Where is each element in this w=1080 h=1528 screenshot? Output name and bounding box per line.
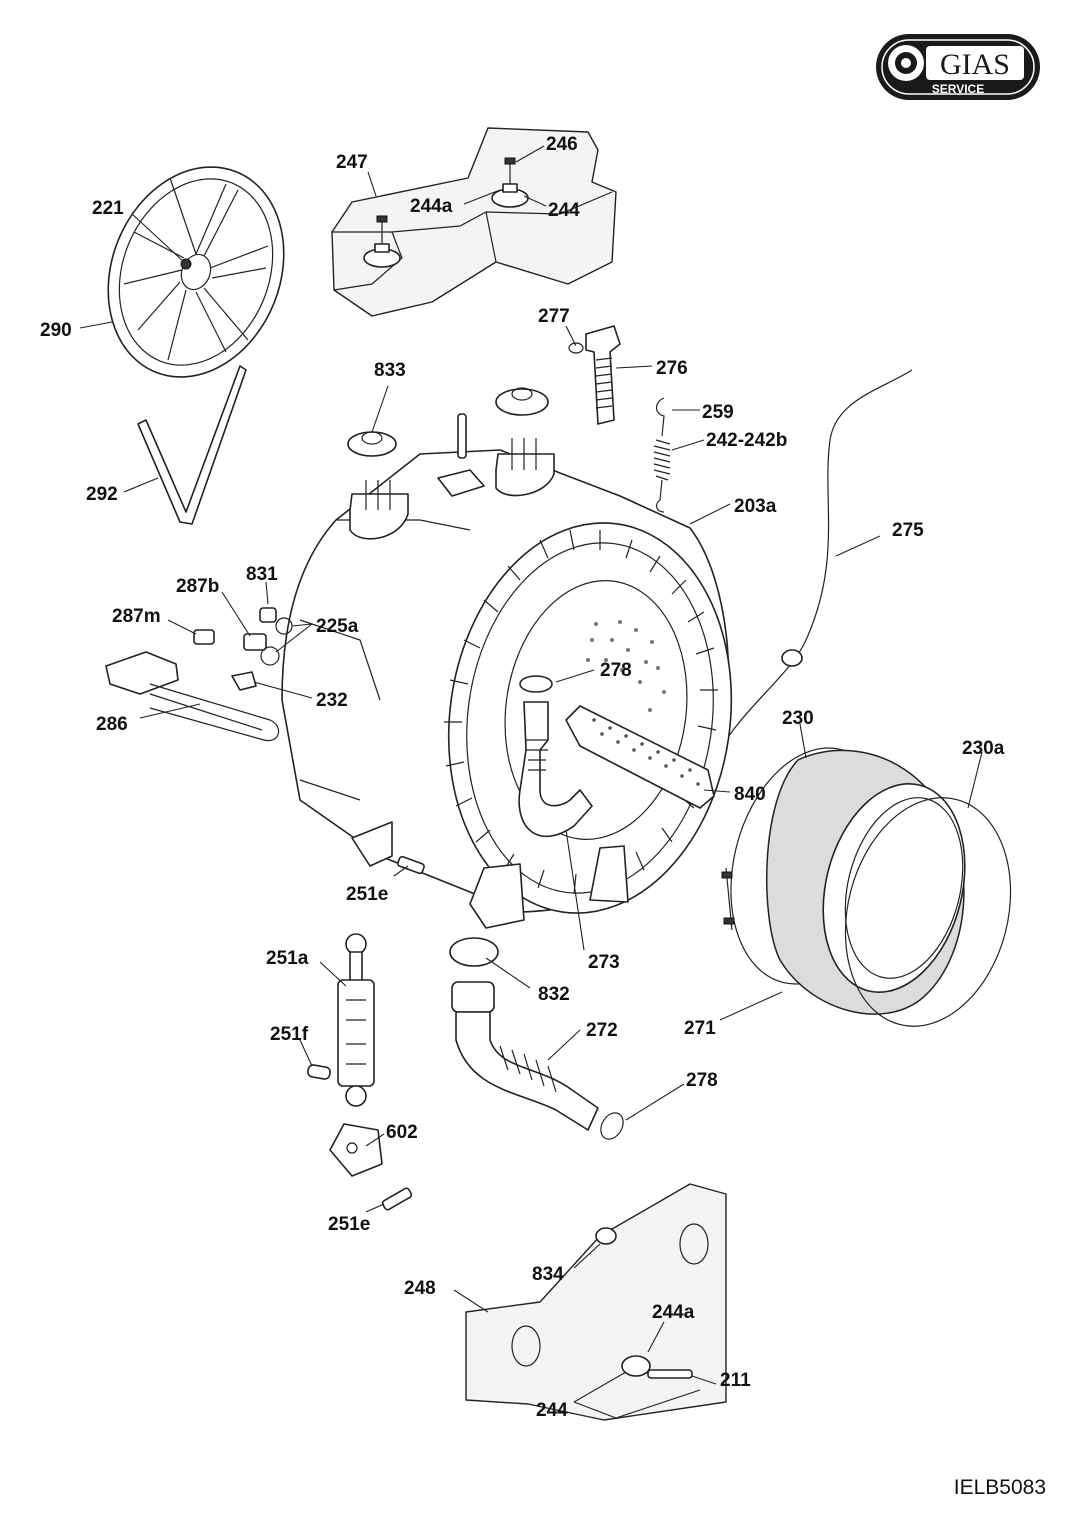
sump-hose [518,675,593,838]
label-273: 273 [588,952,620,973]
heater-sensors [193,607,293,691]
label-292: 292 [86,484,118,505]
logo-brand: GIAS [940,48,1010,81]
label-248: 248 [404,1278,436,1299]
label-277: 277 [538,306,570,327]
label-271: 271 [684,1018,716,1039]
part-labels: 221 290 292 247 246 244a 244 277 276 833… [40,134,1005,1421]
bolts-251e [381,855,425,1211]
lower-counterweight [465,1183,727,1421]
label-276: 276 [656,358,688,379]
label-278-top: 278 [600,660,632,681]
sump-assembly [449,937,624,1140]
drive-belt [137,365,247,525]
label-247: 247 [336,152,368,173]
label-211: 211 [720,1370,751,1391]
label-251e-bottom: 251e [328,1214,370,1235]
tub-pin [437,413,485,497]
label-244-bottom: 244 [536,1400,568,1421]
heating-element [105,651,280,742]
label-230a: 230a [962,738,1005,759]
label-251f: 251f [270,1024,309,1045]
label-251a: 251a [266,948,309,969]
label-246: 246 [546,134,578,155]
drawing-reference: IELB5083 [954,1476,1046,1499]
pressure-hose [568,325,621,425]
label-832: 832 [538,984,570,1005]
gias-service-logo: GIAS SERVICE [876,34,1040,100]
label-275: 275 [892,520,924,541]
label-286: 286 [96,714,128,735]
label-831: 831 [246,564,278,585]
label-244a-top: 244a [410,196,453,217]
damper-bracket [329,1123,383,1177]
label-602: 602 [386,1122,418,1143]
label-244a-bottom: 244a [652,1302,695,1323]
top-damper-cap-833 [347,387,549,457]
label-232: 232 [316,690,348,711]
label-221: 221 [92,198,124,219]
label-251e-top: 251e [346,884,388,905]
label-278-bottom: 278 [686,1070,718,1091]
label-225a: 225a [316,616,359,637]
label-272: 272 [586,1020,618,1041]
door-gasket [730,747,1012,1027]
label-834: 834 [532,1264,564,1285]
label-230: 230 [782,708,814,729]
label-242-242b: 242-242b [706,430,787,451]
wash-tub [281,438,733,929]
label-244-top: 244 [548,200,580,221]
drum-lifter [565,705,715,809]
label-290: 290 [40,320,72,341]
label-840: 840 [734,784,766,805]
label-203a: 203a [734,496,777,517]
drum-perforations [586,620,666,712]
shock-absorber [307,933,375,1107]
suspension-spring [653,397,671,513]
clamp-screw [721,867,735,931]
earth-wire [715,369,913,757]
pulley [107,166,285,378]
leader-lines [79,145,983,1419]
logo-sub: SERVICE [932,82,984,96]
label-287m: 287m [112,606,161,627]
label-287b: 287b [176,576,219,597]
upper-counterweight [331,127,617,317]
label-833: 833 [374,360,406,381]
label-259: 259 [702,402,734,423]
